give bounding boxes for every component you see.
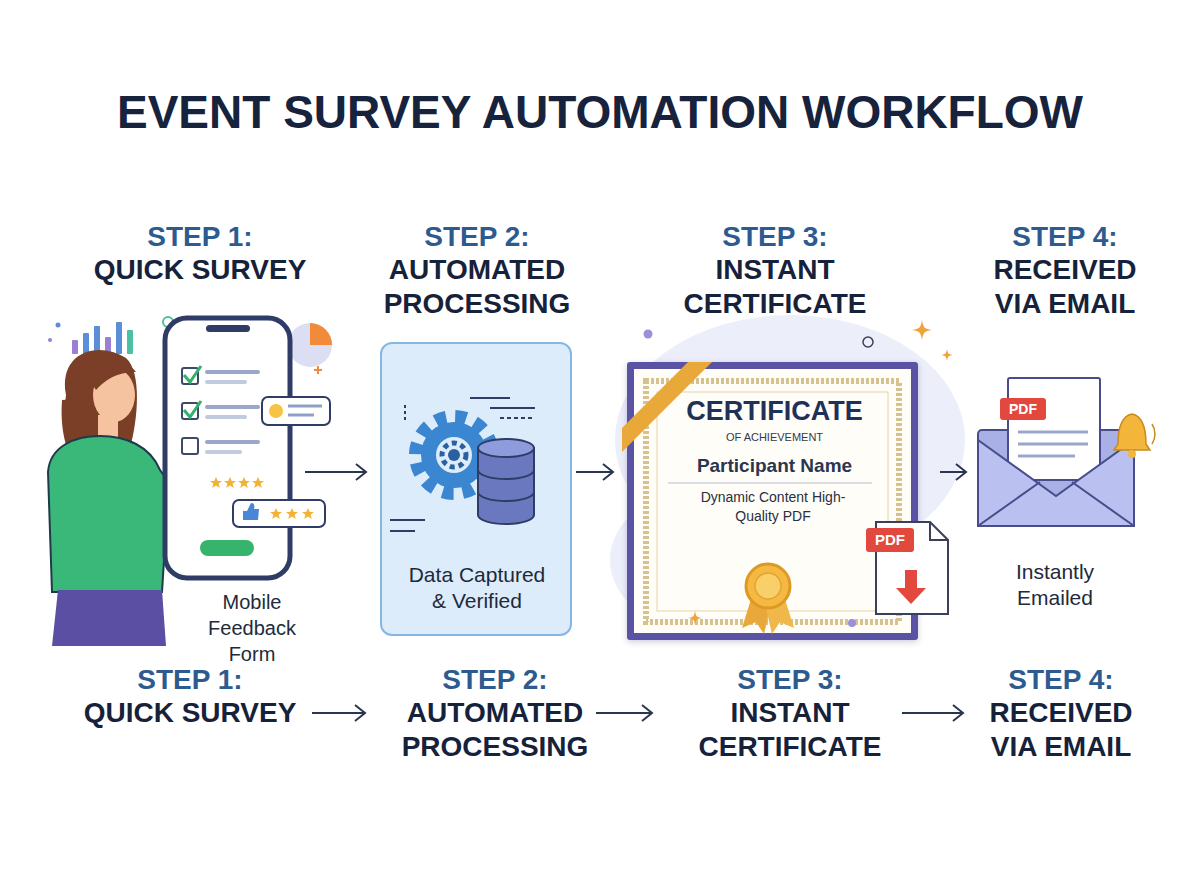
step-number: STEP 1: bbox=[50, 220, 350, 254]
step-number: STEP 4: bbox=[911, 663, 1200, 697]
pie-chart bbox=[288, 323, 332, 374]
rating-bubble bbox=[233, 500, 325, 527]
arrow-line bbox=[305, 471, 366, 473]
certificate-heading: CERTIFICATE bbox=[647, 395, 902, 427]
step-name: INSTANT CERTIFICATE bbox=[690, 696, 890, 764]
caption-text: Instantly Emailed bbox=[995, 559, 1115, 611]
arrow-head bbox=[956, 464, 966, 480]
arrow-line bbox=[596, 712, 652, 714]
step-number: STEP 4: bbox=[915, 220, 1200, 254]
step-number: STEP 2: bbox=[327, 220, 627, 254]
arrow-head bbox=[642, 705, 652, 721]
certificate-subtitle: OF ACHIEVEMENT bbox=[647, 430, 902, 444]
diagram-title: EVENT SURVEY AUTOMATION WORKFLOW bbox=[0, 84, 1200, 140]
step-label: STEP 1:QUICK SURVEY bbox=[75, 660, 305, 740]
flow-arrow bbox=[940, 464, 966, 480]
step-name: AUTOMATED PROCESSING bbox=[372, 253, 582, 321]
certificate-body: Dynamic Content High-Quality PDF bbox=[698, 488, 848, 526]
flow-arrow bbox=[596, 705, 652, 721]
step-number: STEP 2: bbox=[347, 663, 643, 697]
flow-arrow bbox=[902, 705, 963, 721]
phone-mockup bbox=[165, 318, 290, 578]
arrow-line bbox=[902, 712, 963, 714]
process-box: STEP 2:AUTOMATED PROCESSINGData Captured… bbox=[380, 342, 572, 636]
envelope-icon bbox=[978, 378, 1155, 526]
certificate-decor bbox=[622, 320, 953, 634]
arrow-head bbox=[603, 464, 613, 480]
arrow-line bbox=[940, 471, 966, 473]
participant-name: Participant Name bbox=[647, 454, 902, 478]
step-number: STEP 1: bbox=[75, 663, 305, 697]
flow-arrow bbox=[305, 464, 366, 480]
step-name: QUICK SURVEY bbox=[50, 253, 350, 287]
gear-database-icon bbox=[390, 398, 535, 531]
mini-chart bbox=[48, 317, 173, 354]
arrow-line bbox=[312, 712, 365, 714]
step-name: QUICK SURVEY bbox=[75, 696, 305, 730]
step-name: AUTOMATED PROCESSING bbox=[397, 696, 593, 764]
step-illustration: STEP 1:QUICK SURVEYMobile Feedback Form bbox=[40, 310, 302, 645]
emoji-bubble bbox=[262, 397, 330, 425]
step-name: INSTANT CERTIFICATE bbox=[670, 253, 880, 321]
arrow-head bbox=[356, 464, 366, 480]
step-number: STEP 3: bbox=[625, 220, 925, 254]
flow-arrow bbox=[576, 464, 613, 480]
caption-text: Mobile Feedback Form bbox=[182, 589, 322, 667]
arrow-head bbox=[355, 705, 365, 721]
flow-arrow bbox=[312, 705, 365, 721]
certificate-card: STEP 3:INSTANT CERTIFICATECERTIFICATEOF … bbox=[627, 362, 918, 640]
arrow-line bbox=[576, 471, 613, 473]
email-illustration: STEP 4:RECEIVED VIA EMAILInstantly Email… bbox=[972, 370, 1150, 615]
step-label: STEP 2:AUTOMATED PROCESSING bbox=[397, 660, 593, 770]
step-label: STEP 4:RECEIVED VIA EMAIL bbox=[972, 660, 1150, 770]
step-label: STEP 3:INSTANT CERTIFICATE bbox=[690, 660, 890, 770]
step-name: RECEIVED VIA EMAIL bbox=[972, 696, 1150, 764]
arrow-head bbox=[953, 705, 963, 721]
pdf-badge-text: PDF bbox=[1000, 399, 1046, 419]
step-number: STEP 3: bbox=[640, 663, 940, 697]
caption-text: Data Captured & Verified bbox=[403, 562, 551, 614]
person-figure bbox=[48, 350, 218, 646]
step-name: RECEIVED VIA EMAIL bbox=[975, 253, 1155, 321]
